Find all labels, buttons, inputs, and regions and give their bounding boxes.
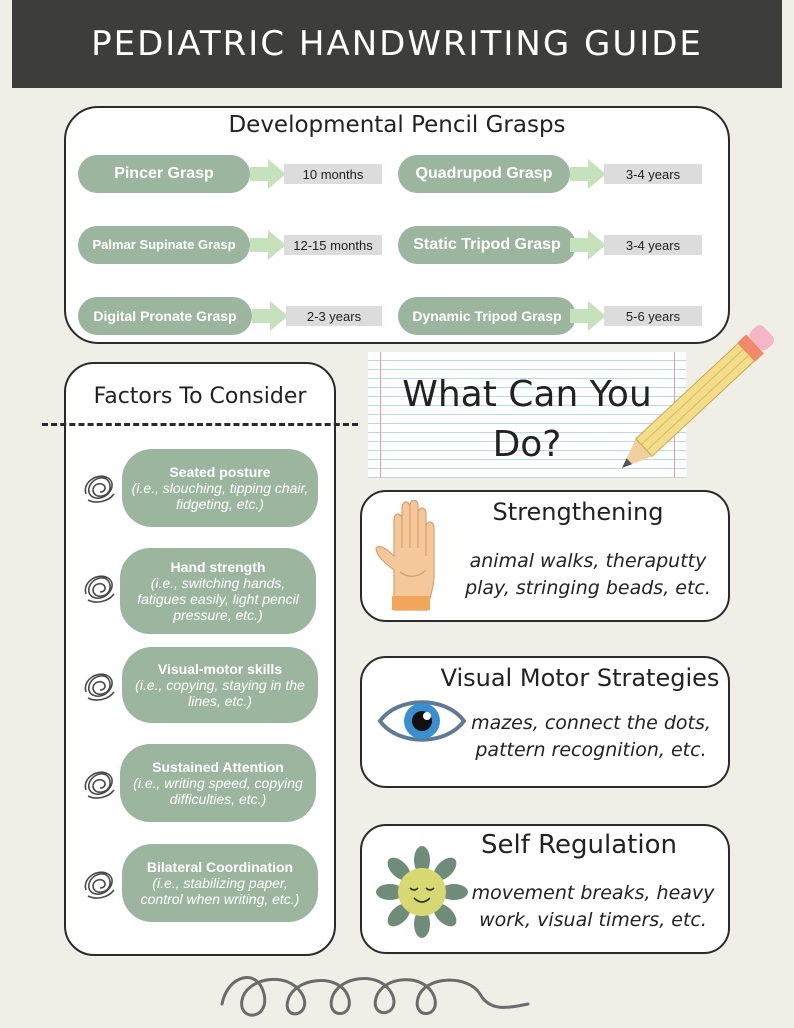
- grasp-age: 3-4 years: [604, 235, 702, 255]
- strategy-title: Visual Motor Strategies: [440, 664, 720, 692]
- scribble-icon: [84, 673, 115, 701]
- factor-desc: (i.e., writing speed, copying difficulti…: [133, 774, 303, 808]
- factor-name: Bilateral Coordination: [146, 858, 294, 875]
- grasp-age: 10 months: [284, 164, 382, 184]
- strategy-desc: mazes, connect the dots, pattern recogni…: [466, 710, 716, 764]
- factor-desc: (i.e., stabilizing paper, control when w…: [140, 874, 300, 908]
- factor-name: Hand strength: [170, 558, 266, 575]
- factor-name: Sustained Attention: [152, 758, 284, 775]
- scribble-icon: [84, 771, 115, 799]
- arrow-right-icon: [250, 159, 286, 189]
- grasp-pill: Dynamic Tripod Grasp: [398, 297, 576, 335]
- strategy-desc-line: play, stringing beads, etc.: [465, 577, 711, 599]
- grasps-title: Developmental Pencil Grasps: [228, 112, 566, 138]
- factor-item: Bilateral Coordination (i.e., stabilizin…: [122, 844, 318, 922]
- strategy-desc-line: movement breaks, heavy: [471, 882, 715, 904]
- factor-desc: (i.e., copying, staying in the lines, et…: [135, 676, 305, 710]
- heading-line-1: What Can You: [402, 374, 652, 415]
- arrow-right-icon: [250, 230, 286, 260]
- factor-item: Hand strength (i.e., switching hands, fa…: [120, 548, 316, 634]
- factor-item: Seated posture (i.e., slouching, tipping…: [122, 449, 318, 527]
- factor-desc: (i.e., switching hands, fatigues easily,…: [137, 574, 299, 624]
- factor-name: Visual-motor skills: [157, 660, 283, 677]
- arrow-right-icon: [570, 230, 606, 260]
- strategy-desc-line: mazes, connect the dots,: [471, 712, 711, 734]
- factor-item: Visual-motor skills (i.e., copying, stay…: [122, 647, 318, 723]
- what-can-you-do-heading: What Can You Do?: [368, 370, 686, 470]
- scribble-icon: [84, 871, 115, 899]
- factor-name: Seated posture: [169, 463, 271, 480]
- grasp-pill: Quadrupod Grasp: [398, 155, 570, 193]
- arrow-right-icon: [570, 159, 606, 189]
- pencil-icon: [622, 325, 774, 468]
- strategy-desc-line: pattern recognition, etc.: [475, 739, 707, 761]
- strategy-desc: movement breaks, heavy work, visual time…: [466, 880, 720, 934]
- factor-desc: (i.e., slouching, tipping chair, fidgeti…: [131, 479, 309, 513]
- heading-line-2: Do?: [492, 424, 562, 465]
- arrow-right-icon: [252, 301, 288, 331]
- scribble-icon: [84, 475, 115, 503]
- strategy-desc-line: work, visual timers, etc.: [479, 909, 707, 931]
- factors-title: Factors To Consider: [93, 384, 307, 409]
- grasp-pill: Digital Pronate Grasp: [78, 297, 252, 335]
- flower-face-icon: [376, 846, 468, 938]
- factor-item: Sustained Attention (i.e., writing speed…: [120, 744, 316, 822]
- grasp-pill: Static Tripod Grasp: [398, 226, 576, 264]
- strategy-desc-line: animal walks, theraputty: [469, 550, 707, 572]
- strategy-desc: animal walks, theraputty play, stringing…: [455, 548, 721, 602]
- grasp-pill: Pincer Grasp: [78, 155, 250, 193]
- strategy-title: Self Regulation: [481, 830, 677, 860]
- grasp-age: 12-15 months: [284, 235, 382, 255]
- eye-icon: [377, 700, 467, 742]
- grasp-age: 5-6 years: [604, 306, 702, 326]
- arrow-right-icon: [570, 301, 606, 331]
- dashed-divider: [42, 423, 358, 426]
- grasp-age: 2-3 years: [286, 306, 382, 326]
- hand-icon: [375, 500, 435, 611]
- strategy-title: Strengthening: [492, 498, 664, 526]
- page-title: PEDIATRIC HANDWRITING GUIDE: [91, 24, 703, 64]
- scribble-icon: [84, 575, 115, 603]
- grasp-age: 3-4 years: [604, 164, 702, 184]
- header-banner: PEDIATRIC HANDWRITING GUIDE: [12, 0, 782, 88]
- squiggle-decoration: [220, 976, 530, 1017]
- grasp-pill: Palmar Supinate Grasp: [78, 226, 250, 264]
